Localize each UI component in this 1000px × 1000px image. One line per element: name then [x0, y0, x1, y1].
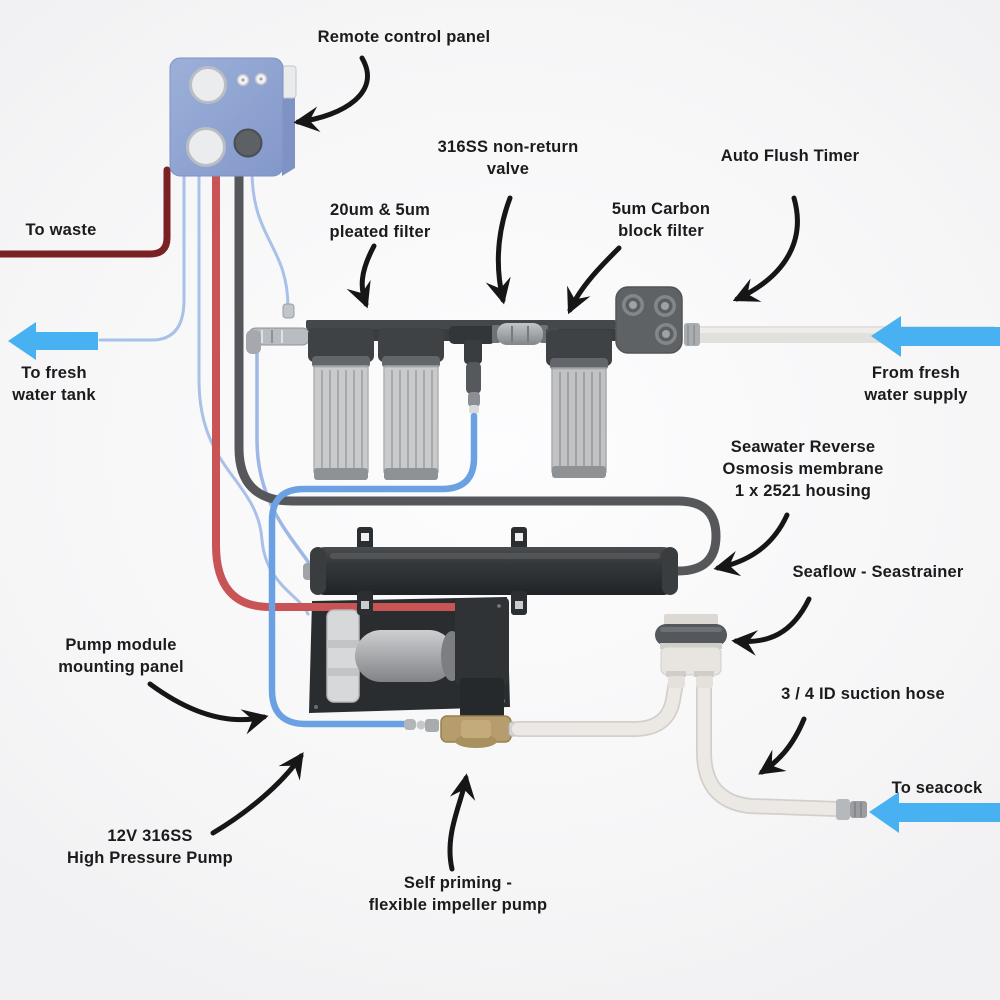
suction-hoses — [510, 672, 846, 817]
arrow-pump-module — [147, 681, 269, 735]
sea-strainer — [655, 614, 727, 688]
wire-to-manifold-fitting — [250, 168, 290, 310]
arrow-auto-flush-timer — [732, 195, 800, 302]
arrow-membrane — [713, 512, 790, 577]
membrane-housing — [310, 527, 678, 615]
timer-port — [655, 323, 677, 345]
label-to-seacock: To seacock — [891, 779, 983, 797]
pleated-filter-2 — [378, 328, 444, 480]
remote-control-panel — [169, 57, 297, 177]
arrow-pleated-filter — [346, 243, 377, 309]
arrow-impeller-pump — [447, 773, 476, 872]
flow-arrows — [8, 316, 1000, 833]
control-wires — [98, 168, 318, 616]
carbon-block-filter — [546, 330, 612, 478]
auto-flush-timer — [615, 286, 683, 354]
waste-line — [0, 166, 171, 258]
panel-socket — [233, 128, 263, 158]
feed-inline-fitting — [404, 719, 416, 730]
feed-inline-fitting — [425, 719, 439, 732]
pleated-filter-1 — [308, 328, 374, 480]
timer-port — [654, 295, 676, 317]
pressure-line-red — [212, 166, 462, 611]
annotation-arrows — [147, 55, 812, 872]
label-auto-flush-timer: Auto Flush Timer — [720, 147, 860, 165]
label-seastrainer: Seaflow - Seastrainer — [792, 563, 964, 581]
impeller-pump-brass-head — [440, 715, 526, 748]
arrow-suction-hose — [758, 716, 807, 775]
arrow-seastrainer — [731, 596, 812, 656]
panel-gauge — [186, 127, 226, 167]
panel-gauge — [189, 66, 227, 104]
manifold-top-fitting — [282, 303, 295, 319]
brine-line — [234, 165, 721, 576]
tee-fitting — [449, 326, 495, 414]
to-seacock-arrow-icon — [869, 792, 1000, 833]
seacock-fitting — [836, 799, 867, 820]
feed-line-blue — [268, 412, 478, 732]
arrow-non-return-valve — [485, 195, 513, 305]
impeller-pump-motor — [455, 598, 509, 720]
from-fresh-supply-arrow-icon — [871, 316, 1000, 357]
filter-assembly — [246, 303, 622, 480]
label-remote-control-panel: Remote control panel — [317, 28, 491, 46]
wire-manifold-drop — [255, 350, 318, 576]
wire-cross-left — [197, 168, 310, 616]
arrow-carbon-filter — [567, 245, 622, 315]
wire-to-fresh-tank — [98, 168, 186, 342]
non-return-valve — [492, 323, 548, 345]
label-suction-hose: 3 / 4 ID suction hose — [781, 685, 945, 703]
label-impeller-pump: Self priming -flexible impeller pump — [368, 874, 548, 914]
to-fresh-tank-arrow-icon — [8, 322, 98, 360]
arrow-hp-pump — [210, 752, 304, 836]
manifold-elbow — [246, 330, 261, 354]
label-to-waste: To waste — [25, 221, 97, 239]
arrow-remote-panel — [293, 55, 370, 133]
timer-port — [622, 294, 644, 316]
